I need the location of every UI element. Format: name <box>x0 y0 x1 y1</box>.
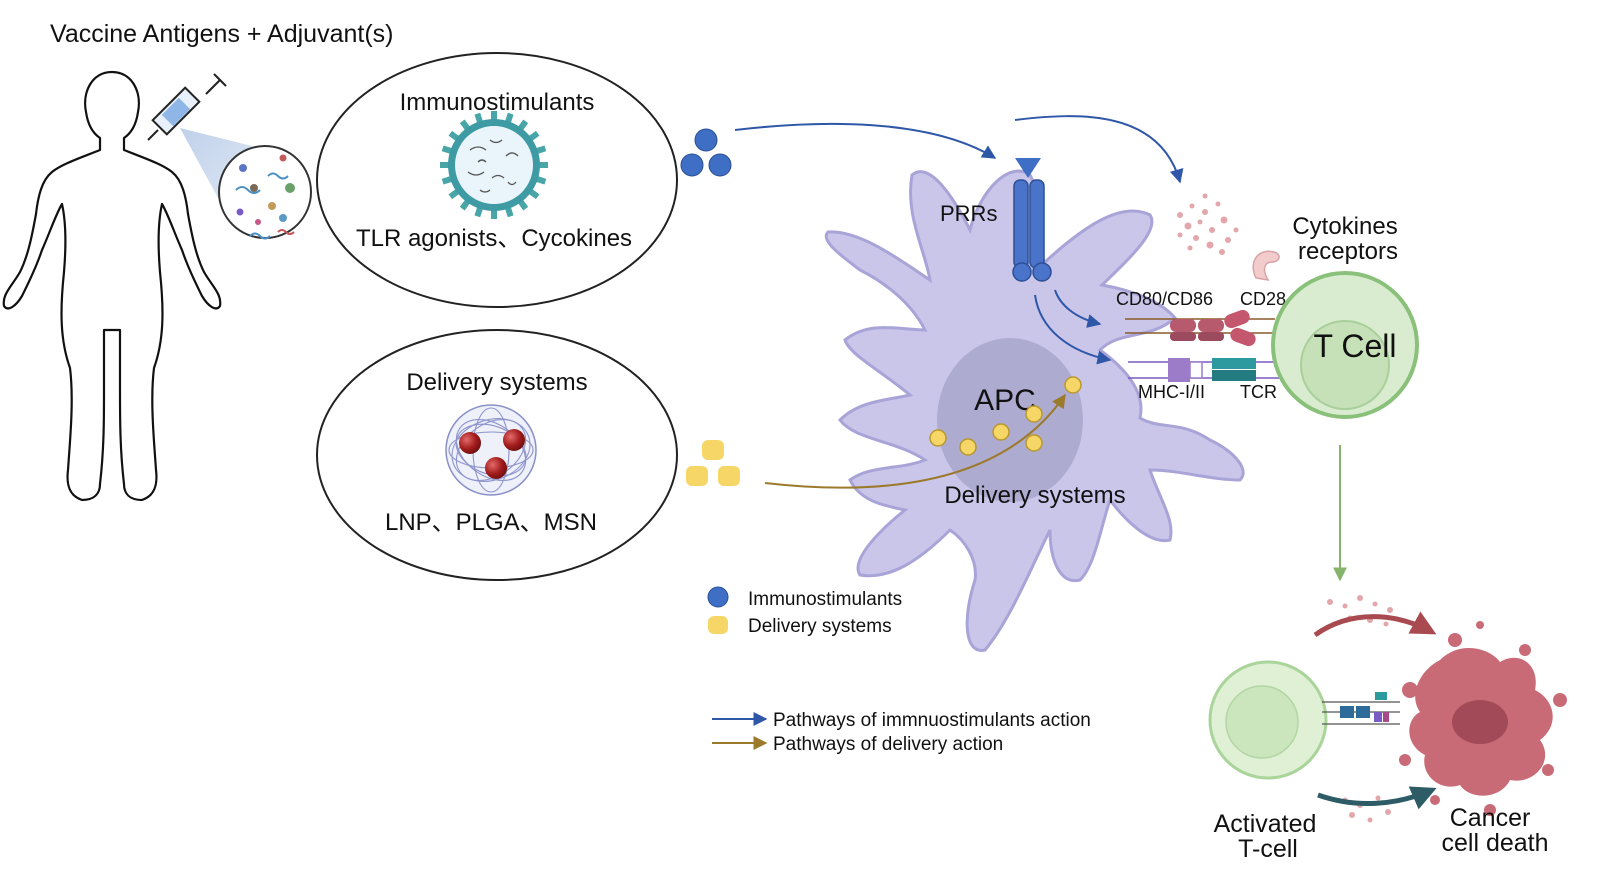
cancer-cell-death-label-line2: cell death <box>1441 829 1548 857</box>
mhc-label: MHC-I/II <box>1138 382 1205 402</box>
antigen-magnified-circle <box>218 145 312 240</box>
legend-immunostimulants-label: Immunostimulants <box>748 589 902 610</box>
internalized-delivery-particles <box>929 376 1082 456</box>
legend-immunostimulants-swatch <box>707 586 729 608</box>
cd80-cd86-molecule-icon <box>1125 309 1275 347</box>
legend-immunostimulant-arrow-label: Pathways of immnuostimulants action <box>773 710 1091 731</box>
prr-to-mhc-arrow <box>1034 294 1112 365</box>
cd28-label: CD28 <box>1240 289 1286 309</box>
legend-delivery-swatch <box>708 616 728 634</box>
activated-t-cell <box>1208 660 1328 780</box>
lipid-nanoparticle-icon <box>445 404 537 496</box>
tcr-label: TCR <box>1240 382 1277 402</box>
cytotoxic-action-arrow <box>1317 786 1437 810</box>
cytokine-dots-icon <box>1177 193 1239 255</box>
delivery-particles-icon <box>686 440 740 486</box>
delivery-systems-panel-subtitle: LNP、PLGA、MSN <box>385 509 597 536</box>
cytokine-release-arrow <box>1313 611 1437 638</box>
immunostimulant-to-cytokine-arrow <box>1014 115 1184 184</box>
synapse-complex-small-icon <box>1322 692 1400 725</box>
cancer-cell-nucleus <box>1452 700 1508 744</box>
apc-label: APC <box>974 384 1036 417</box>
cd80-cd86-label: CD80/CD86 <box>1116 289 1213 309</box>
immunostimulant-to-prr-arrow <box>734 122 997 159</box>
t-cell <box>1271 271 1419 419</box>
delivery-systems-panel-title: Delivery systems <box>406 369 587 396</box>
legend: Immunostimulants Delivery systems Pathwa… <box>707 586 1091 755</box>
immunostimulant-particles-icon <box>680 128 732 177</box>
cancer-cell-fragments <box>1399 621 1567 816</box>
cancer-cell-death-label-line1: Cancer <box>1450 804 1531 832</box>
human-silhouette-icon <box>2 70 222 502</box>
mhc-tcr-complex-icon <box>1128 358 1280 382</box>
activated-t-cell-label-line1: Activated <box>1214 810 1317 838</box>
nanoparticle-icon <box>440 111 548 219</box>
prr-label: PRRs <box>940 201 997 226</box>
apc-nucleus <box>937 338 1083 502</box>
legend-delivery-label: Delivery systems <box>748 616 892 637</box>
cytokines-receptors-label-line2: receptors <box>1298 238 1398 265</box>
immunostimulants-panel-subtitle: TLR agonists、Cycokines <box>356 225 632 252</box>
syringe-icon <box>147 73 227 141</box>
prr-receptor-icon <box>1012 158 1052 282</box>
delivery-to-apc-arrow <box>764 393 1066 489</box>
cytokine-receptor-icon <box>1252 250 1280 282</box>
prr-to-cd80-arrow <box>1054 289 1102 328</box>
apc-delivery-label: Delivery systems <box>944 482 1125 509</box>
diagram-title: Vaccine Antigens + Adjuvant(s) <box>50 20 394 48</box>
activated-t-cell-label-line2: T-cell <box>1238 835 1298 863</box>
t-cell-label: T Cell <box>1314 328 1397 364</box>
cytokines-receptors-label-line1: Cytokines <box>1292 213 1397 240</box>
legend-delivery-arrow-label: Pathways of delivery action <box>773 734 1003 755</box>
